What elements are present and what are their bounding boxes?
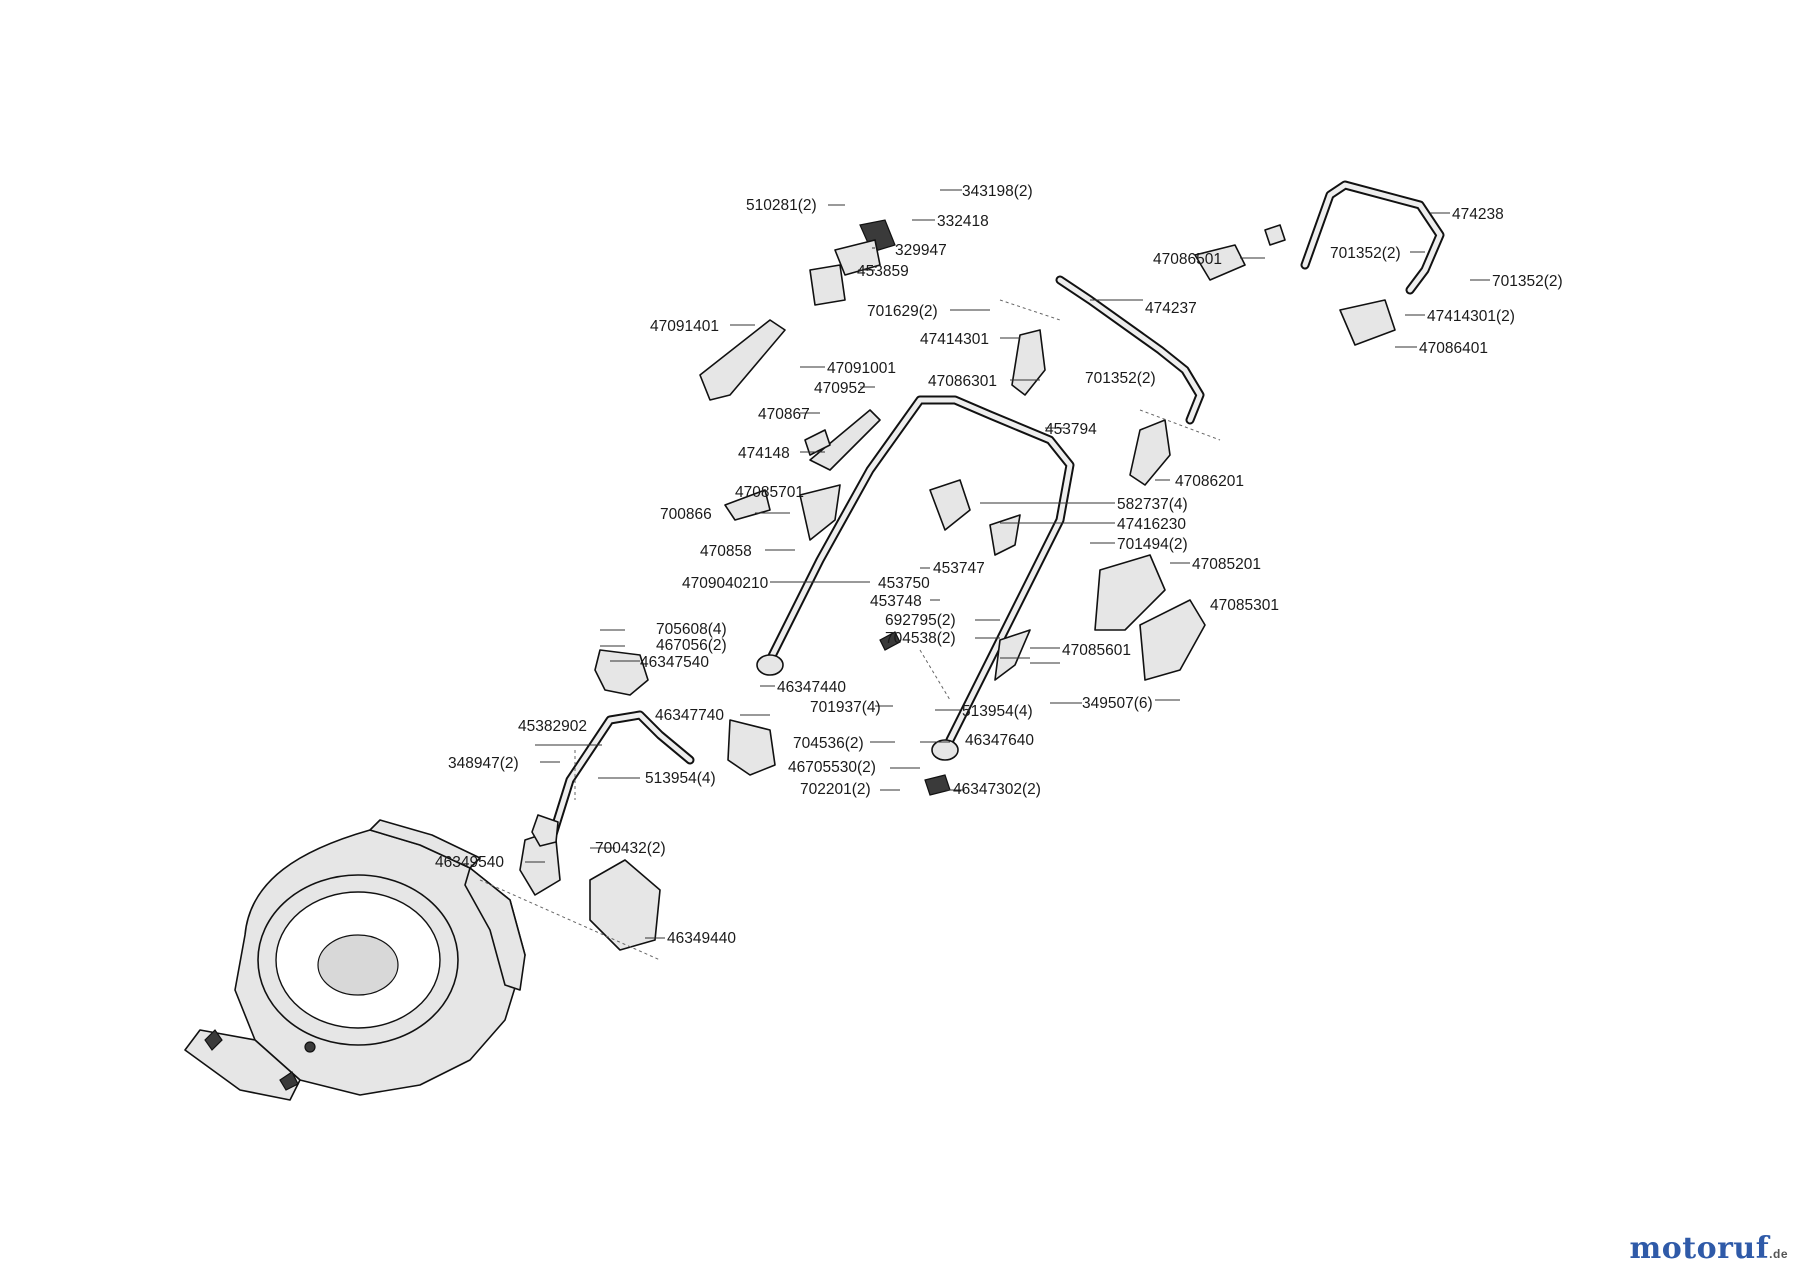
lower-handle-frame (519, 710, 695, 951)
label-332418: 332418 (937, 213, 989, 230)
label-46347302-2: 46347302(2) (953, 781, 1041, 798)
label-467056-2: 467056(2) (656, 637, 727, 654)
label-47086401: 47086401 (1419, 340, 1488, 357)
label-453748: 453748 (870, 593, 922, 610)
label-47091001: 47091001 (827, 360, 896, 377)
small-components (699, 219, 1396, 796)
label-700432-2: 700432(2) (595, 840, 666, 857)
label-513954-4-a: 513954(4) (962, 703, 1033, 720)
label-45382902: 45382902 (518, 718, 587, 735)
label-47085601: 47085601 (1062, 642, 1131, 659)
top-bail-bar (1055, 180, 1445, 425)
label-343198-2: 343198(2) (962, 183, 1033, 200)
label-700866: 700866 (660, 506, 712, 523)
label-47414301: 47414301 (920, 331, 989, 348)
label-47086501: 47086501 (1153, 251, 1222, 268)
label-702201-2: 702201(2) (800, 781, 871, 798)
label-474237: 474237 (1145, 300, 1197, 317)
label-453859: 453859 (857, 263, 909, 280)
label-47086301: 47086301 (928, 373, 997, 390)
label-470867: 470867 (758, 406, 810, 423)
label-474148: 474148 (738, 445, 790, 462)
label-474238: 474238 (1452, 206, 1504, 223)
label-47085701: 47085701 (735, 484, 804, 501)
label-348947-2: 348947(2) (448, 755, 519, 772)
dashed-guides (479, 299, 1221, 961)
mower-deck (184, 819, 526, 1101)
motoruf-logo: motoruf.de (1630, 1231, 1789, 1266)
label-47416230: 47416230 (1117, 516, 1186, 533)
label-692795-2: 692795(2) (885, 612, 956, 629)
label-701352-2-b: 701352(2) (1492, 273, 1563, 290)
label-701494-2: 701494(2) (1117, 536, 1188, 553)
label-453750: 453750 (878, 575, 930, 592)
logo-text: motoruf (1629, 1231, 1770, 1266)
label-470952: 470952 (814, 380, 866, 397)
label-510281-2: 510281(2) (746, 197, 817, 214)
label-453747: 453747 (933, 560, 985, 577)
label-582737-4: 582737(4) (1117, 496, 1188, 513)
label-46349440: 46349440 (667, 930, 736, 947)
side-brackets (531, 649, 776, 847)
label-701629-2: 701629(2) (867, 303, 938, 320)
leader-lines (525, 189, 1490, 939)
label-47085301: 47085301 (1210, 597, 1279, 614)
part-labels: 343198(2) 510281(2) 332418 329947 453859… (435, 183, 1563, 947)
label-704536-2: 704536(2) (793, 735, 864, 752)
label-47091401: 47091401 (650, 318, 719, 335)
label-46347640: 46347640 (965, 732, 1034, 749)
label-46705530-2: 46705530(2) (788, 759, 876, 776)
label-46349540: 46349540 (435, 854, 504, 871)
logo-suffix: .de (1769, 1247, 1788, 1261)
label-705608-4: 705608(4) (656, 621, 727, 638)
label-349507-6: 349507(6) (1082, 695, 1153, 712)
label-701937-4: 701937(4) (810, 699, 881, 716)
label-453794: 453794 (1045, 421, 1097, 438)
label-513954-4-b: 513954(4) (645, 770, 716, 787)
label-704538-2: 704538(2) (885, 630, 956, 647)
label-47086201: 47086201 (1175, 473, 1244, 490)
label-47414301-2: 47414301(2) (1427, 308, 1515, 325)
label-701352-2-a: 701352(2) (1330, 245, 1401, 262)
label-701352-2-c: 701352(2) (1085, 370, 1156, 387)
label-46347540: 46347540 (640, 654, 709, 671)
label-46347740: 46347740 (655, 707, 724, 724)
label-329947: 329947 (895, 242, 947, 259)
label-470858: 470858 (700, 543, 752, 560)
upper-handle-frame (756, 395, 1075, 761)
label-47085201: 47085201 (1192, 556, 1261, 573)
label-46347440: 46347440 (777, 679, 846, 696)
label-4709040210: 4709040210 (682, 575, 769, 592)
